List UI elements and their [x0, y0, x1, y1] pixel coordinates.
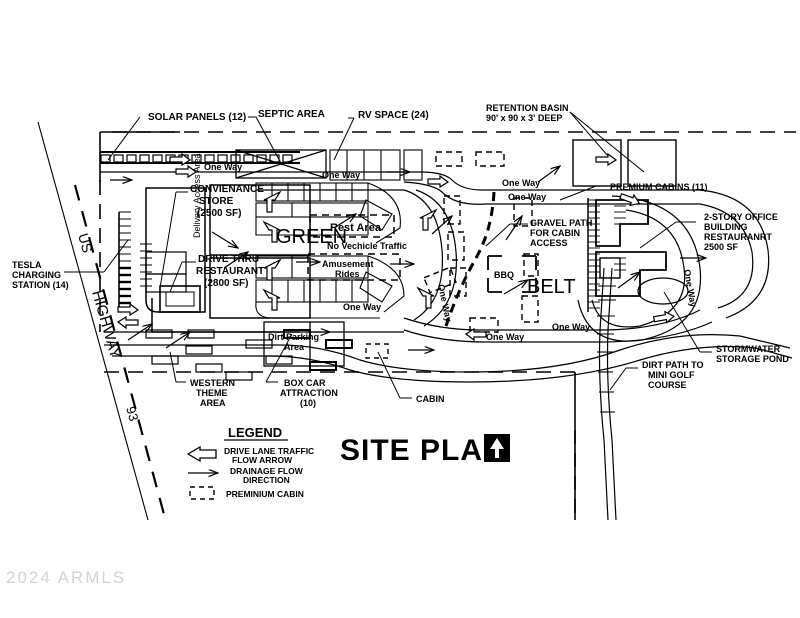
callout-office-2: BUILDING — [704, 222, 748, 232]
callout-tesla-3: STATION (14) — [12, 280, 69, 290]
label-delivery-access: Delivery Access Area — [192, 153, 202, 238]
callout-septic-area: SEPTIC AREA — [258, 109, 325, 120]
legend: LEGEND DRIVE LANE TRAFFIC FLOW ARROW DRA… — [186, 425, 314, 500]
north-arrow-icon — [484, 434, 510, 462]
label-amusement-rides-2: Rides — [335, 269, 360, 279]
stormwater-pond-shape — [637, 277, 689, 305]
label-no-vehicle-traffic: No Vechicle Traffic — [327, 241, 407, 251]
one-way-label-6: One Way — [343, 302, 381, 312]
cabin-marker — [365, 343, 389, 359]
callout-store-1: CONVIENANCE — [190, 184, 264, 195]
one-way-label-3: One Way — [502, 178, 540, 188]
label-dirt-parking-1: Dirt Parking — [268, 332, 319, 342]
dirt-parking-area — [263, 321, 345, 367]
legend-premium-cabin-icon — [189, 486, 215, 500]
label-bbq: BBQ — [494, 270, 514, 280]
bbq-area — [487, 255, 537, 293]
callout-boxcar-2: ATTRACTION — [280, 388, 338, 398]
box-car-attractions — [145, 329, 353, 381]
legend-item-0-line1: DRIVE LANE TRAFFIC — [224, 446, 314, 456]
page-title: SITE PLAN — [340, 434, 506, 467]
label-rest-area: Rest Area — [330, 222, 382, 234]
callout-dirt-golf-1: DIRT PATH TO — [642, 360, 704, 370]
office-buildings — [587, 198, 667, 312]
road-label-us: US — [75, 231, 96, 254]
one-way-label-7: One Way — [486, 332, 524, 342]
legend-item-2-line1: PREMINIUM CABIN — [226, 489, 304, 499]
callout-cabin: CABIN — [416, 394, 445, 404]
callout-boxcar-1: BOX CAR — [284, 378, 326, 388]
callout-gravel-3: ACCESS — [530, 238, 568, 248]
callout-dirt-golf-3: COURSE — [648, 380, 687, 390]
callout-solar-panels: SOLAR PANELS (12) — [148, 112, 246, 123]
callout-drive-thru-2: RESTAURANT — [196, 266, 264, 277]
callout-gravel-1: GRAVEL PATH — [530, 218, 592, 228]
legend-item-1-line1: DRAINAGE FLOW — [230, 466, 304, 476]
callout-western-1: WESTERN — [190, 378, 235, 388]
legend-item-0-line2: FLOW ARROW — [232, 455, 293, 465]
drainage-arrows — [110, 166, 706, 350]
label-belt: BELT — [527, 276, 576, 298]
legend-drive-lane-arrow-icon — [186, 445, 217, 463]
road-label-route-number: 93 — [123, 405, 141, 423]
one-way-label-9: One Way — [552, 322, 590, 332]
callout-store-2: STORE — [199, 196, 234, 207]
amusement-rides-box — [307, 253, 401, 281]
callout-boxcar-3: (10) — [300, 398, 316, 408]
callout-drive-thru-3: (2800 SF) — [204, 278, 248, 289]
callout-western-2: THEME — [196, 388, 228, 398]
callout-stormwater-2: STORAGE POND — [716, 354, 789, 364]
callout-stormwater-1: STORMWATER — [716, 344, 781, 354]
callout-tesla-1: TESLA — [12, 260, 42, 270]
us-highway-93 — [37, 121, 167, 521]
callout-store-3: (2500 SF) — [197, 208, 241, 219]
solar-panels-row — [100, 151, 300, 164]
callout-dirt-golf-2: MINI GOLF — [648, 370, 695, 380]
label-dirt-parking-2: Area — [284, 342, 305, 352]
callout-office-4: 2500 SF — [704, 242, 739, 252]
one-way-label-1: One Way — [204, 162, 242, 172]
gravel-path-line — [444, 191, 496, 327]
one-way-label-2: One Way — [322, 170, 360, 180]
legend-heading: LEGEND — [228, 425, 282, 440]
callout-retention-basin-2: 90' x 90 x 3' DEEP — [486, 113, 562, 123]
callout-drive-thru-1: DRIVE THRU — [198, 254, 259, 265]
callout-tesla-2: CHARGING — [12, 270, 61, 280]
tesla-charging-stalls — [118, 211, 131, 310]
retention-basin-2 — [627, 139, 677, 187]
callout-office-3: RESTAURANRT — [704, 232, 772, 242]
legend-item-1-line2: DIRECTION — [243, 475, 290, 485]
one-way-label-4: One Way — [508, 192, 546, 202]
label-green: GREEN — [276, 226, 347, 248]
dirt-path-mini-golf — [597, 267, 617, 521]
rv-spaces-area — [329, 149, 423, 181]
drive-lane-arrows — [116, 152, 675, 342]
callout-office-1: 2-STORY OFFICE — [704, 212, 778, 222]
watermark: 2024 ARMLS — [6, 568, 127, 587]
callout-leaders — [64, 111, 712, 399]
callout-retention-basin-1: RETENTION BASIN — [486, 103, 569, 113]
callout-rv-space: RV SPACE (24) — [358, 110, 429, 121]
callout-premium-cabins: PREMIUM CABINS (11) — [610, 182, 708, 192]
callout-western-3: AREA — [200, 398, 226, 408]
callout-gravel-2: FOR CABIN — [530, 228, 580, 238]
label-amusement-rides-1: Amusement — [322, 259, 374, 269]
